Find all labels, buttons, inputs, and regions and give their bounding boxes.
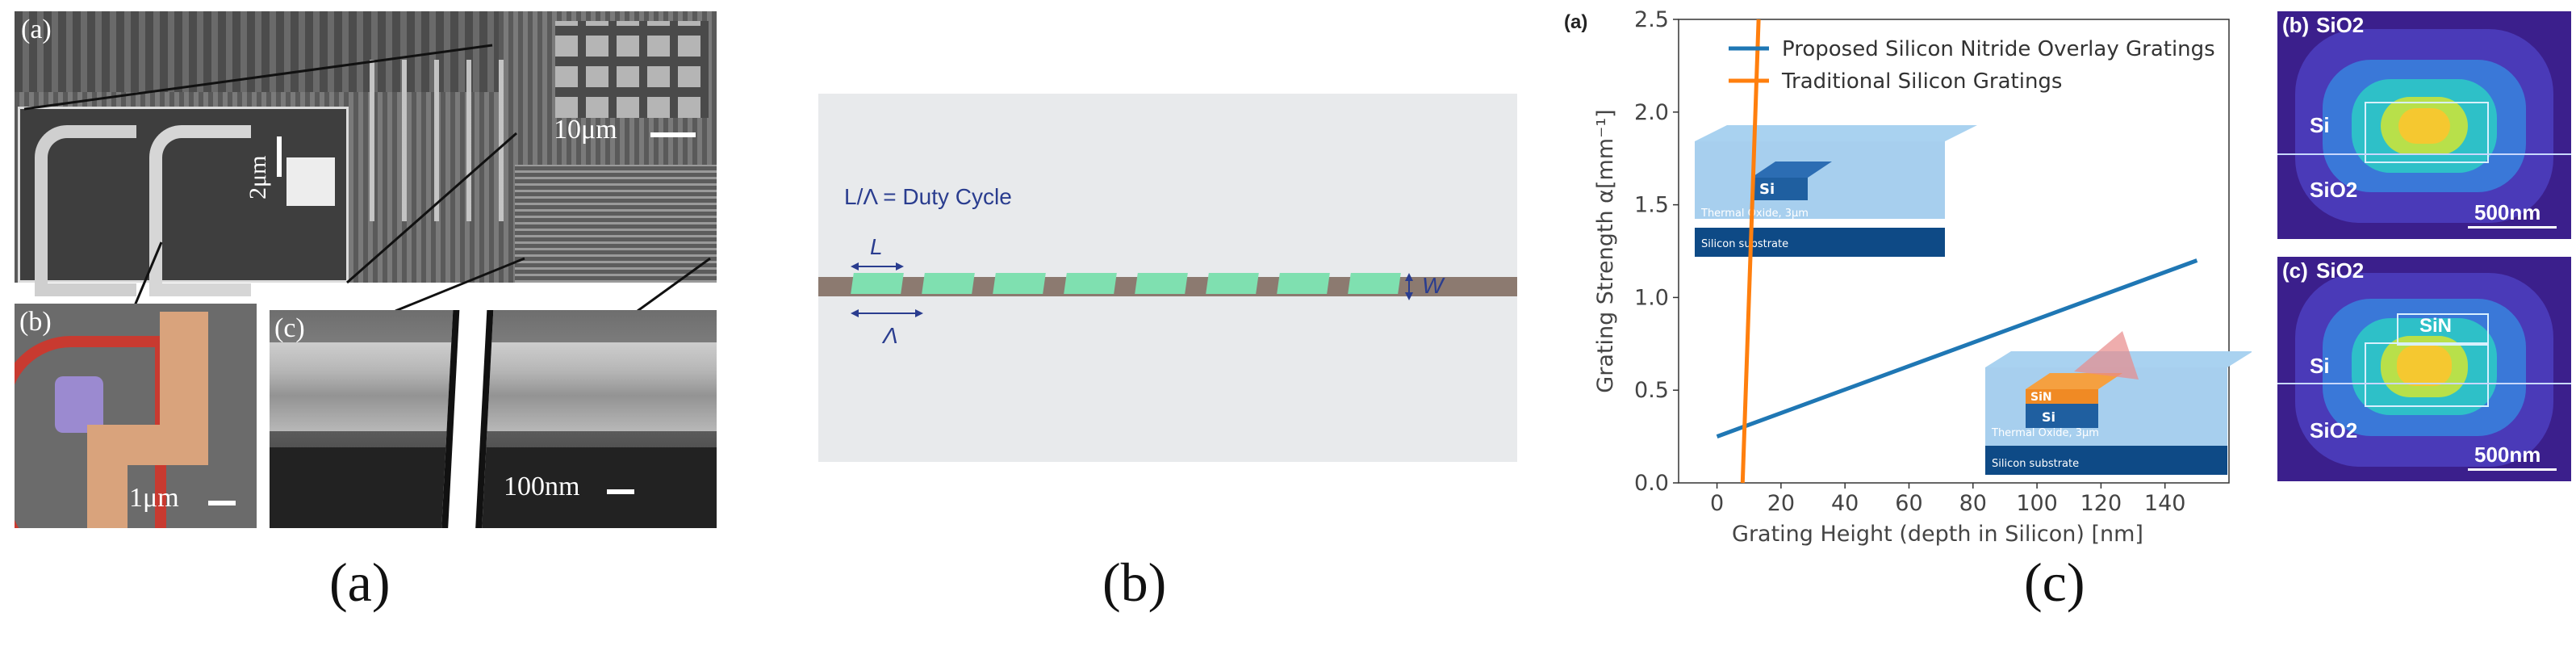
mode-panel-c: (c) SiO2 SiN Si SiO2 500nm bbox=[2277, 257, 2571, 481]
x-axis-label: Grating Height (depth in Silicon) [nm] bbox=[1732, 522, 2143, 547]
y-tick-label: 2.0 bbox=[1634, 100, 1669, 125]
sem-b-scale-text: 1μm bbox=[129, 483, 179, 513]
mode-panel-b: (b) SiO2 Si SiO2 500nm bbox=[2277, 11, 2571, 239]
sem-b-scalebar bbox=[208, 501, 236, 505]
sem-main-image: (a) 10μm bbox=[15, 11, 717, 283]
mode-b-label: (b) bbox=[2282, 13, 2310, 37]
mode-c-scalebar bbox=[2468, 468, 2557, 471]
mode-c-top: SiO2 bbox=[2316, 258, 2365, 283]
chart-legend: Proposed Silicon Nitride Overlay Grating… bbox=[1729, 37, 2215, 94]
y-tick-label: 0.0 bbox=[1634, 471, 1669, 496]
mode-c-core: Si bbox=[2310, 354, 2330, 378]
sem-inset-scalebar bbox=[277, 136, 282, 177]
inset-sin-overlay-grating: SiN Si Thermal Oxide, 3μm Silicon substr… bbox=[1985, 331, 2252, 475]
x-tick-label: 80 bbox=[1959, 491, 1987, 516]
sem-c-scalebar bbox=[607, 489, 634, 494]
x-tick-label: 40 bbox=[1831, 491, 1859, 516]
x-tick-label: 120 bbox=[2080, 491, 2122, 516]
sem-c-label: (c) bbox=[274, 313, 305, 343]
label-period: Λ bbox=[883, 323, 898, 348]
inset-silicon-grating: Si Thermal Oxide, 3μm Silicon substrate bbox=[1695, 125, 1977, 257]
mode-b-bottom: SiO2 bbox=[2310, 178, 2358, 202]
mode-b-scalebar bbox=[2468, 226, 2557, 229]
legend-label-0: Proposed Silicon Nitride Overlay Grating… bbox=[1782, 37, 2215, 61]
x-tick-label: 100 bbox=[2016, 491, 2058, 516]
inset-bottom-sin: SiN bbox=[2030, 391, 2052, 404]
inset-top-oxide: Thermal Oxide, 3μm bbox=[1700, 208, 1809, 220]
sem-main-scale-text: 10μm bbox=[554, 115, 617, 145]
x-tick-label: 60 bbox=[1895, 491, 1922, 516]
sem-c-scale-text: 100nm bbox=[504, 472, 580, 501]
series-line-0 bbox=[1716, 258, 2198, 438]
sem-zoom-inset: 2μm bbox=[18, 107, 349, 296]
sem-b-label: (b) bbox=[19, 307, 52, 337]
caption-a: (a) bbox=[329, 552, 391, 613]
legend-label-1: Traditional Silicon Gratings bbox=[1781, 69, 2062, 94]
mode-c-overlay: SiN bbox=[2419, 315, 2453, 337]
chart-series bbox=[1716, 19, 2198, 484]
inset-top-si: Si bbox=[1759, 181, 1775, 198]
chart-svg: 0 20 40 60 80 100 120 140 0.0 0.5 1.0 1.5 2.0 2.5Grat… bbox=[1593, 7, 2252, 547]
x-tick-label: 20 bbox=[1767, 491, 1795, 516]
sem-zoom-lines bbox=[23, 44, 711, 320]
inset-bottom-substrate: Silicon substrate bbox=[1992, 458, 2079, 470]
caption-b: (b) bbox=[1102, 552, 1167, 613]
chart-panel-label: (a) bbox=[1564, 11, 1588, 33]
mode-c-label: (c) bbox=[2282, 258, 2308, 283]
sem-main-scalebar bbox=[650, 132, 696, 137]
caption-c: (c) bbox=[2024, 552, 2085, 613]
schematic-arrows bbox=[851, 262, 1413, 317]
sem-inset-c: (c) 100nm bbox=[270, 310, 717, 528]
mode-c-bottom: SiO2 bbox=[2310, 418, 2358, 443]
inset-bottom-si: Si bbox=[2042, 409, 2055, 425]
sem-main-label: (a) bbox=[21, 15, 52, 44]
label-W: W bbox=[1422, 273, 1444, 298]
mode-b-top: SiO2 bbox=[2316, 13, 2365, 37]
x-tick-label: 0 bbox=[1710, 491, 1724, 516]
mode-b-scale: 500nm bbox=[2474, 200, 2541, 224]
duty-cycle-text: L/Λ = Duty Cycle bbox=[844, 184, 1012, 209]
mode-c-scale: 500nm bbox=[2474, 443, 2541, 467]
y-tick-label: 1.0 bbox=[1634, 285, 1669, 310]
y-tick-label: 0.5 bbox=[1634, 378, 1669, 403]
y-tick-label: 1.5 bbox=[1634, 193, 1669, 218]
label-L: L bbox=[870, 234, 883, 259]
inset-bottom-oxide: Thermal Oxide, 3μm bbox=[1991, 427, 2099, 439]
y-axis-label: Grating Strength α[mm⁻¹] bbox=[1593, 109, 1618, 392]
y-tick-label: 2.5 bbox=[1634, 7, 1669, 32]
x-tick-label: 140 bbox=[2144, 491, 2186, 516]
mode-b-core: Si bbox=[2310, 113, 2330, 137]
inset-top-substrate: Silicon substrate bbox=[1701, 238, 1788, 250]
sem-inset-b: (b) 1μm bbox=[15, 304, 257, 528]
series-line-1 bbox=[1740, 19, 1761, 484]
